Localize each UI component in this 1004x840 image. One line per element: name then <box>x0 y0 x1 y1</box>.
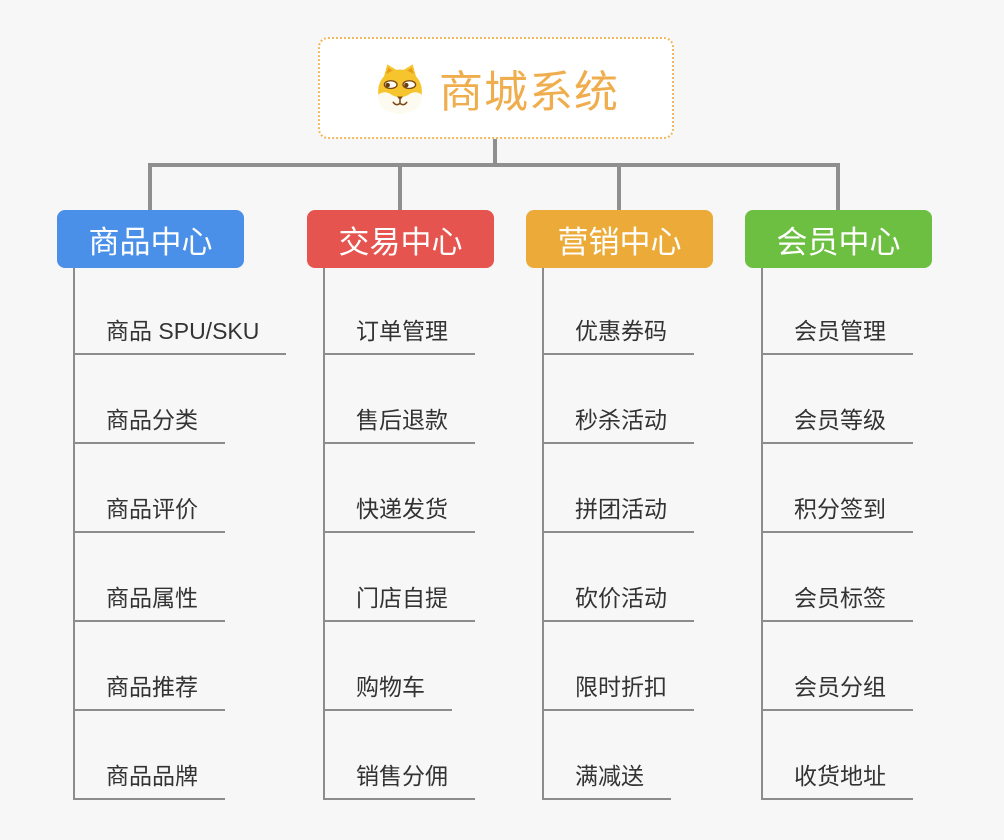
leaf-node[interactable]: 商品分类 <box>73 402 225 444</box>
dog-face-icon <box>378 64 422 114</box>
connector-drop-4 <box>836 163 840 210</box>
leaf-node[interactable]: 满减送 <box>542 758 671 800</box>
leaf-node[interactable]: 收货地址 <box>761 758 913 800</box>
leaf-node[interactable]: 商品 SPU/SKU <box>73 313 287 355</box>
leaf-node[interactable]: 拼团活动 <box>542 491 694 533</box>
connector-root-stem <box>493 139 497 165</box>
branch-spine <box>73 268 75 800</box>
leaf-node[interactable]: 商品评价 <box>73 491 225 533</box>
leaf-node[interactable]: 会员管理 <box>761 313 913 355</box>
connector-bus <box>148 163 840 167</box>
leaf-node[interactable]: 订单管理 <box>323 313 475 355</box>
branch-spine <box>323 268 325 800</box>
connector-drop-3 <box>617 163 621 210</box>
leaf-node[interactable]: 优惠券码 <box>542 313 694 355</box>
root-node-mall-system[interactable]: 商城系统 <box>318 37 674 139</box>
leaf-node[interactable]: 会员等级 <box>761 402 913 444</box>
leaf-node[interactable]: 积分签到 <box>761 491 913 533</box>
leaf-node[interactable]: 砍价活动 <box>542 580 694 622</box>
leaf-node[interactable]: 限时折扣 <box>542 669 694 711</box>
branch-spine <box>761 268 763 800</box>
leaf-node[interactable]: 会员标签 <box>761 580 913 622</box>
connector-drop-1 <box>148 163 152 210</box>
leaf-node[interactable]: 会员分组 <box>761 669 913 711</box>
branch-node-marketing-center[interactable]: 营销中心 <box>526 210 713 268</box>
branch-node-product-center[interactable]: 商品中心 <box>57 210 244 268</box>
branch-node-member-center[interactable]: 会员中心 <box>745 210 932 268</box>
leaf-node[interactable]: 秒杀活动 <box>542 402 694 444</box>
root-title: 商城系统 <box>439 68 619 117</box>
leaf-node[interactable]: 商品推荐 <box>73 669 225 711</box>
leaf-node[interactable]: 快递发货 <box>323 491 475 533</box>
branch-node-trade-center[interactable]: 交易中心 <box>307 210 494 268</box>
leaf-node[interactable]: 购物车 <box>323 669 452 711</box>
leaf-node[interactable]: 商品品牌 <box>73 758 225 800</box>
leaf-node[interactable]: 商品属性 <box>73 580 225 622</box>
connector-drop-2 <box>398 163 402 210</box>
leaf-node[interactable]: 销售分佣 <box>323 758 475 800</box>
leaf-node[interactable]: 门店自提 <box>323 580 475 622</box>
branch-spine <box>542 268 544 800</box>
leaf-node[interactable]: 售后退款 <box>323 402 475 444</box>
